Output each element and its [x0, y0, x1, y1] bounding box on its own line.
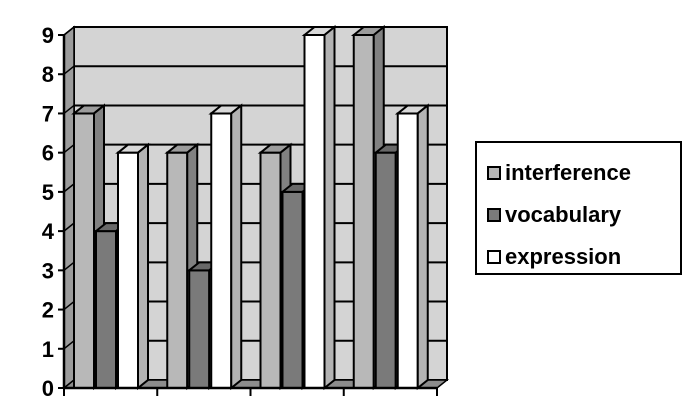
y-tick-label: 3 — [42, 258, 54, 283]
legend-item-interference: interference — [487, 158, 631, 188]
y-tick-label: 2 — [42, 298, 54, 323]
y-tick-label: 7 — [42, 101, 54, 126]
legend-label: expression — [505, 244, 622, 269]
gridline-side — [63, 222, 75, 232]
bar-front — [73, 112, 95, 389]
gridline-side — [63, 261, 75, 271]
gridline-side — [63, 340, 75, 350]
y-tick-label: 8 — [42, 62, 54, 87]
side-wall — [63, 25, 75, 390]
bar-front — [95, 230, 117, 389]
bar-front — [117, 151, 139, 389]
y-tick-label: 4 — [42, 219, 55, 244]
y-tick-label: 0 — [42, 376, 54, 401]
bar-front — [352, 34, 375, 389]
y-tick-labels: 0 1 2 3 4 5 6 7 8 9 — [42, 23, 55, 401]
legend-swatch-expression — [487, 250, 501, 264]
legend-label: interference — [505, 160, 631, 185]
gridline-side — [63, 183, 75, 193]
bar-front — [396, 112, 419, 389]
bar-expression — [208, 103, 245, 391]
bar-front — [166, 151, 189, 389]
bar-side — [323, 24, 336, 391]
gridline-side — [63, 65, 75, 75]
bars — [71, 24, 431, 391]
y-tick-label: 9 — [42, 23, 54, 48]
bar-front — [303, 34, 326, 389]
bar-front — [281, 190, 304, 389]
bar-side — [230, 103, 243, 391]
bar-side — [416, 103, 429, 391]
legend-item-expression: expression — [487, 242, 621, 272]
gridline-side — [63, 144, 75, 154]
legend: interference vocabulary expression — [475, 141, 682, 275]
y-tick-label: 5 — [42, 180, 54, 205]
bar-front — [374, 151, 397, 389]
y-tick-label: 6 — [42, 141, 54, 166]
gridline-side — [63, 26, 75, 36]
gridline-side — [63, 300, 75, 311]
bar-front — [188, 269, 211, 390]
bar-side — [137, 142, 149, 391]
y-tick-label: 1 — [42, 337, 54, 362]
bar-front — [259, 151, 282, 389]
bar-expression — [115, 142, 151, 391]
legend-label: vocabulary — [505, 202, 622, 227]
legend-item-vocabulary: vocabulary — [487, 200, 621, 230]
legend-swatch-interference — [487, 166, 501, 180]
gridline-side — [63, 104, 75, 115]
bar-expression — [301, 24, 338, 391]
bar-front — [210, 112, 233, 389]
axes — [58, 34, 438, 396]
legend-swatch-vocabulary — [487, 208, 501, 222]
bar-expression — [394, 103, 431, 391]
